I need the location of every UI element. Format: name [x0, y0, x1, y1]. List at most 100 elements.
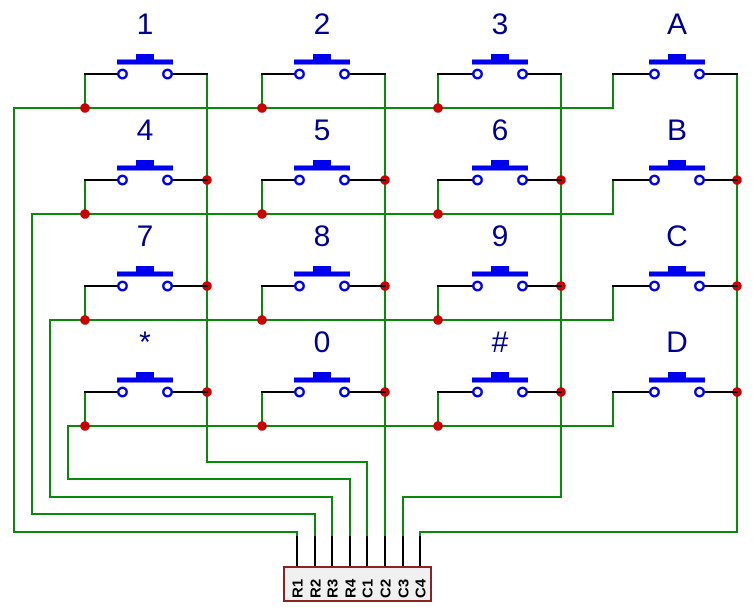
- junction-dot: [257, 315, 267, 325]
- key-cap-actuator-icon: [491, 372, 509, 379]
- connector-pin-label-c1: C1: [360, 579, 377, 598]
- connector-pin-label-c2: C2: [378, 579, 395, 598]
- key-label-c: C: [666, 220, 688, 253]
- key-button-a[interactable]: A: [612, 8, 738, 80]
- terminal-circle: [162, 68, 173, 80]
- key-cap-actuator-icon: [136, 372, 154, 379]
- wire-row-R3: [49, 286, 614, 536]
- wire-row-R1: [13, 74, 614, 536]
- key-cap-bar-icon: [117, 377, 173, 383]
- key-button-star[interactable]: *: [84, 326, 208, 398]
- key-label-6: 6: [492, 114, 509, 147]
- key-button-b[interactable]: B: [612, 114, 738, 186]
- key-button-2[interactable]: 2: [261, 8, 386, 80]
- key-cap-bar-icon: [649, 377, 705, 383]
- junction-dot: [257, 209, 267, 219]
- key-cap-actuator-icon: [668, 54, 686, 61]
- key-button-9[interactable]: 9: [437, 220, 562, 292]
- terminal-circle: [517, 386, 528, 398]
- key-cap-actuator-icon: [313, 54, 331, 61]
- key-cap-bar-icon: [472, 165, 528, 171]
- key-label-1: 1: [137, 8, 154, 41]
- key-button-8[interactable]: 8: [261, 220, 386, 292]
- key-label-8: 8: [314, 220, 331, 253]
- key-cap-actuator-icon: [136, 160, 154, 167]
- key-button-3[interactable]: 3: [437, 8, 562, 80]
- key-button-d[interactable]: D: [612, 326, 738, 398]
- terminal-circle: [694, 386, 705, 398]
- keypad-layer: 1 2 3 A 4 5 6 B 7 8 9 C * 0 # D: [84, 8, 738, 398]
- key-cap-actuator-icon: [668, 372, 686, 379]
- terminal-circle: [117, 386, 128, 398]
- junction-dot: [433, 209, 443, 219]
- key-cap-bar-icon: [649, 271, 705, 277]
- wire-column-C1: [206, 74, 368, 536]
- junction-dot: [257, 421, 267, 431]
- key-cap-actuator-icon: [668, 266, 686, 273]
- key-label-5: 5: [314, 114, 331, 147]
- terminal-circle: [339, 280, 350, 292]
- key-label-4: 4: [137, 114, 154, 147]
- terminal-circle: [294, 68, 305, 80]
- terminal-circle: [694, 174, 705, 186]
- key-button-7[interactable]: 7: [84, 220, 208, 292]
- junction-dot: [80, 209, 90, 219]
- key-button-1[interactable]: 1: [84, 8, 208, 80]
- wire-column-C4: [419, 74, 738, 536]
- terminal-circle: [294, 280, 305, 292]
- terminal-circle: [162, 386, 173, 398]
- key-cap-actuator-icon: [491, 54, 509, 61]
- key-cap-actuator-icon: [313, 160, 331, 167]
- connector-body: [283, 566, 432, 602]
- key-button-5[interactable]: 5: [261, 114, 386, 186]
- wire-row-R4: [67, 392, 614, 536]
- terminal-circle: [472, 280, 483, 292]
- key-label-star: *: [139, 326, 151, 359]
- connector-pin-label-r3: R3: [325, 579, 342, 598]
- terminal-circle: [694, 280, 705, 292]
- key-button-c[interactable]: C: [612, 220, 738, 292]
- terminal-circle: [694, 68, 705, 80]
- terminal-circle: [517, 174, 528, 186]
- key-label-0: 0: [314, 326, 331, 359]
- key-cap-bar-icon: [117, 271, 173, 277]
- key-label-b: B: [667, 114, 687, 147]
- junction-dot: [80, 103, 90, 113]
- key-button-0[interactable]: 0: [261, 326, 386, 398]
- key-cap-bar-icon: [294, 377, 350, 383]
- junction-dot: [80, 315, 90, 325]
- key-label-3: 3: [492, 8, 509, 41]
- junction-dot: [80, 421, 90, 431]
- key-cap-actuator-icon: [491, 160, 509, 167]
- key-button-hash[interactable]: #: [437, 326, 562, 398]
- terminal-circle: [472, 386, 483, 398]
- key-label-7: 7: [137, 220, 154, 253]
- key-button-4[interactable]: 4: [84, 114, 208, 186]
- junction-dot: [433, 315, 443, 325]
- junction-dot: [257, 103, 267, 113]
- terminal-circle: [649, 68, 660, 80]
- terminal-circle: [162, 174, 173, 186]
- key-cap-bar-icon: [649, 59, 705, 65]
- key-cap-actuator-icon: [136, 266, 154, 273]
- key-label-d: D: [666, 326, 688, 359]
- junction-dot: [433, 103, 443, 113]
- terminal-circle: [649, 174, 660, 186]
- junction-layer: [80, 103, 742, 431]
- terminal-circle: [294, 174, 305, 186]
- terminal-circle: [517, 68, 528, 80]
- key-button-6[interactable]: 6: [437, 114, 562, 186]
- key-cap-actuator-icon: [313, 372, 331, 379]
- terminal-circle: [339, 386, 350, 398]
- key-cap-bar-icon: [294, 59, 350, 65]
- terminal-circle: [294, 386, 305, 398]
- connector-pin-label-r2: R2: [308, 579, 325, 598]
- key-cap-bar-icon: [294, 271, 350, 277]
- key-cap-actuator-icon: [313, 266, 331, 273]
- terminal-circle: [472, 68, 483, 80]
- terminal-circle: [649, 280, 660, 292]
